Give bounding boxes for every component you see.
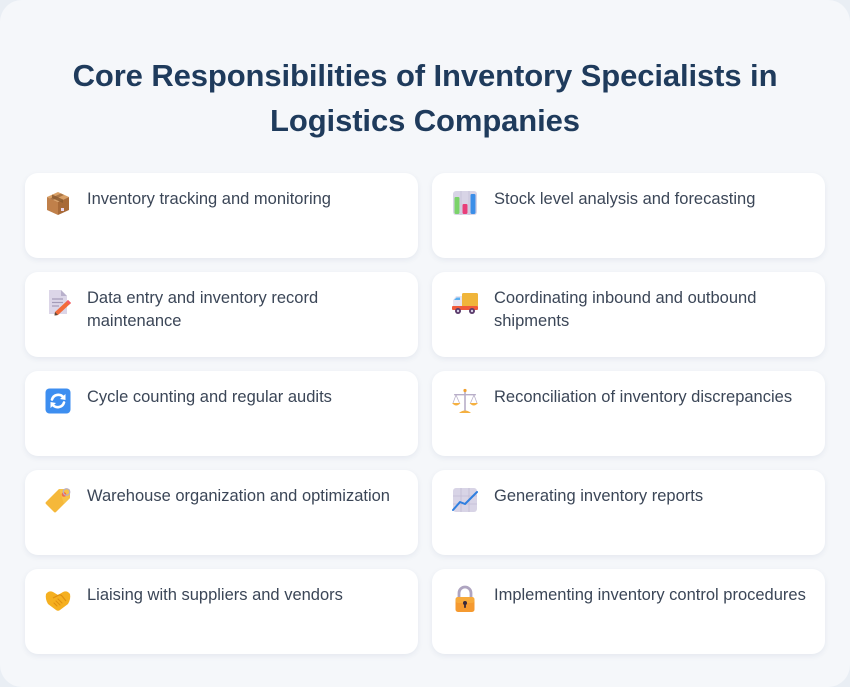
responsibilities-grid: Inventory tracking and monitoring Stock …	[25, 173, 825, 654]
memo-icon	[44, 288, 72, 316]
responsibility-card-inventory-control[interactable]: Implementing inventory control procedure…	[432, 569, 825, 654]
responsibility-card-reports[interactable]: Generating inventory reports	[432, 470, 825, 555]
balance-scale-icon	[451, 387, 479, 415]
delivery-truck-icon	[451, 288, 479, 316]
responsibility-card-inventory-tracking[interactable]: Inventory tracking and monitoring	[25, 173, 418, 258]
responsibility-label: Stock level analysis and forecasting	[494, 190, 756, 208]
responsibility-label: Reconciliation of inventory discrepancie…	[494, 388, 793, 406]
responsibility-label: Cycle counting and regular audits	[87, 388, 332, 406]
responsibility-label: Generating inventory reports	[494, 487, 704, 505]
responsibility-label: Implementing inventory control procedure…	[494, 586, 806, 604]
package-icon	[44, 189, 72, 217]
responsibility-card-reconciliation[interactable]: Reconciliation of inventory discrepancie…	[432, 371, 825, 456]
responsibility-card-warehouse-organization[interactable]: Warehouse organization and optimization	[25, 470, 418, 555]
responsibility-label: Inventory tracking and monitoring	[87, 190, 331, 208]
responsibility-card-data-entry[interactable]: Data entry and inventory record maintena…	[25, 272, 418, 357]
page-title: Core Responsibilities of Inventory Speci…	[72, 58, 778, 138]
responsibility-label: Warehouse organization and optimization	[87, 487, 390, 505]
responsibility-card-stock-analysis[interactable]: Stock level analysis and forecasting	[432, 173, 825, 258]
responsibility-label: Coordinating inbound and outbound shipme…	[494, 289, 757, 330]
responsibility-label: Data entry and inventory record maintena…	[87, 289, 319, 330]
handshake-icon	[44, 585, 72, 613]
responsibility-card-shipments[interactable]: Coordinating inbound and outbound shipme…	[432, 272, 825, 357]
responsibility-label: Liaising with suppliers and vendors	[87, 586, 343, 604]
trending-chart-icon	[451, 486, 479, 514]
bar-chart-icon	[451, 189, 479, 217]
lock-icon	[451, 585, 479, 613]
responsibility-card-supplier-liaison[interactable]: Liaising with suppliers and vendors	[25, 569, 418, 654]
responsibility-card-cycle-counting[interactable]: Cycle counting and regular audits	[25, 371, 418, 456]
cycle-arrows-icon	[44, 387, 72, 415]
label-tag-icon	[44, 486, 72, 514]
